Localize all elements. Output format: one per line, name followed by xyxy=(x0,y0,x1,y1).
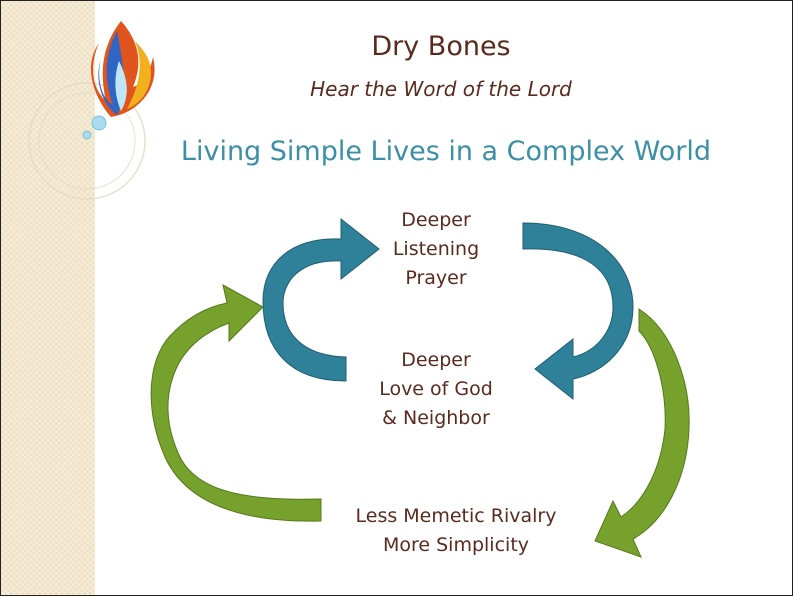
slide-title: Dry Bones xyxy=(371,31,511,62)
node-line: Deeper xyxy=(401,349,471,371)
decorative-side-strip xyxy=(1,1,95,595)
flame-logo xyxy=(28,21,155,200)
node-deeper-love: Deeper Love of God & Neighbor xyxy=(346,346,526,433)
slide-heading: Living Simple Lives in a Complex World xyxy=(180,136,712,167)
node-line: Prayer xyxy=(405,267,467,289)
arrow-outer-left xyxy=(150,284,322,522)
node-line: Listening xyxy=(392,238,480,260)
slide-subtitle: Hear the Word of the Lord xyxy=(310,77,572,101)
node-line: Love of God xyxy=(379,378,493,400)
node-line: & Neighbor xyxy=(382,407,490,429)
arrow-inner-right xyxy=(522,222,634,401)
node-deeper-listening-prayer: Deeper Listening Prayer xyxy=(361,206,511,293)
arrow-outer-right xyxy=(594,308,690,558)
arrow-inner-left xyxy=(262,217,380,382)
node-less-rivalry: Less Memetic Rivalry More Simplicity xyxy=(311,502,601,560)
node-line: Less Memetic Rivalry xyxy=(355,505,557,527)
node-line: More Simplicity xyxy=(382,534,530,556)
node-line: Deeper xyxy=(401,209,471,231)
